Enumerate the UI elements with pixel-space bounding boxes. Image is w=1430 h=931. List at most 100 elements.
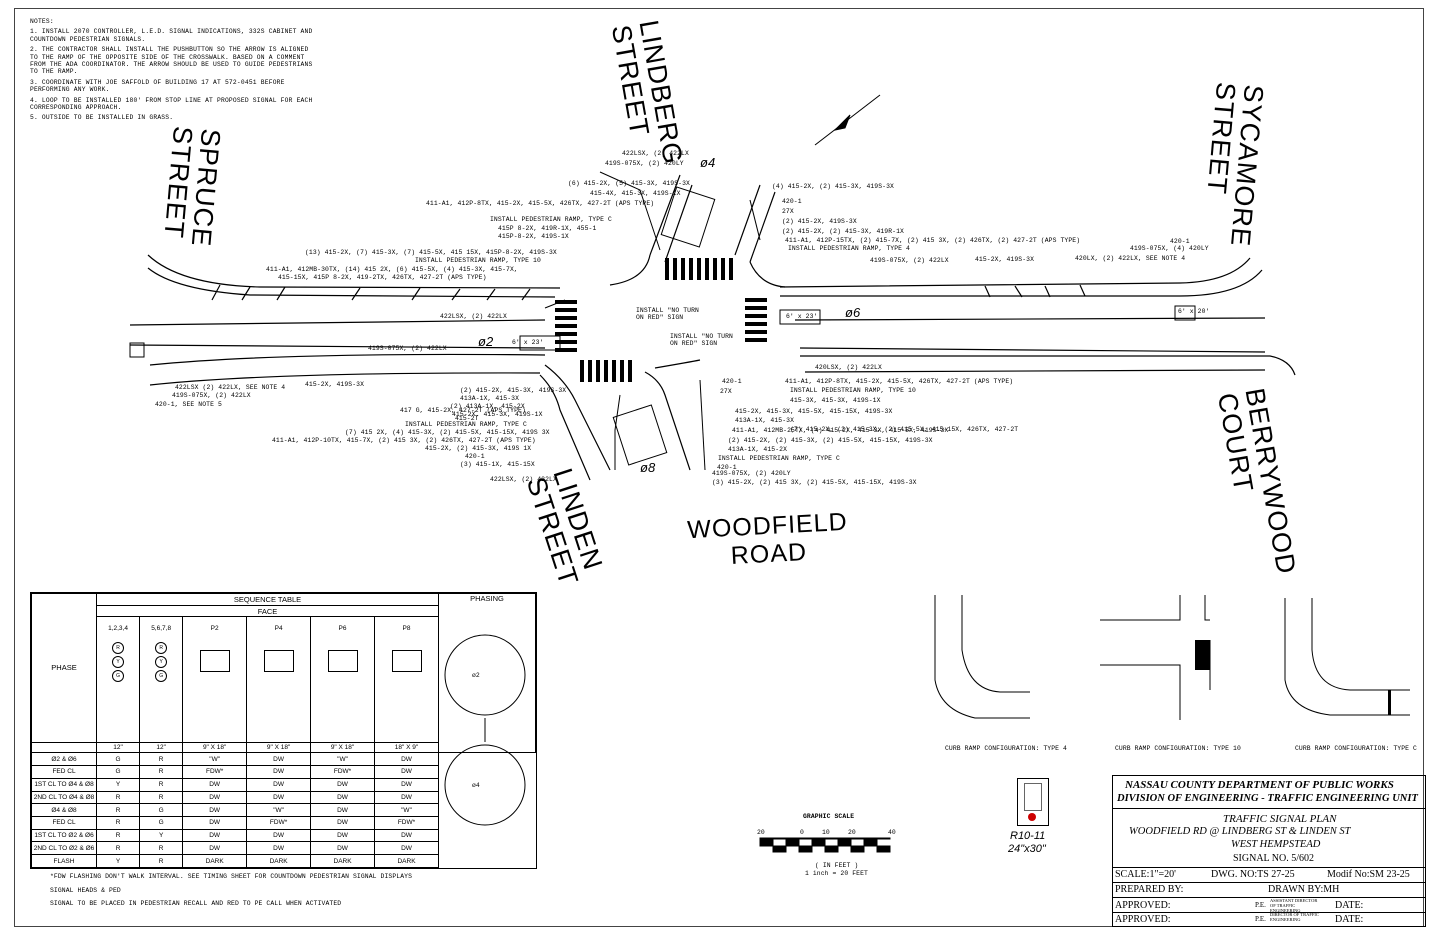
ped-signal-icon <box>311 650 374 674</box>
street-spruce: SPRUCE STREET <box>158 125 226 248</box>
note-item: 4. LOOP TO BE INSTALLED 180' FROM STOP L… <box>30 96 313 112</box>
face-label: P4 <box>274 625 283 633</box>
callout: 422LSX (2) 422LX, SEE NOTE 4 <box>175 384 286 391</box>
face-label: P8 <box>402 625 411 633</box>
drawing-border <box>14 8 1424 927</box>
notes-heading: NOTES: <box>30 18 54 25</box>
ped-signal-icon <box>375 650 438 674</box>
callout: 415P 8-2X, 419R-1X, 455-1 <box>498 225 597 232</box>
sequence-indication-cell: DW <box>310 828 375 843</box>
sequence-title: SEQUENCE TABLE <box>96 593 439 606</box>
sequence-phase-cell: Ø4 & Ø8 <box>31 803 97 817</box>
sequence-indication-cell: FDW* <box>374 815 439 830</box>
title-block: NASSAU COUNTY DEPARTMENT OF PUBLIC WORKS… <box>1112 775 1426 927</box>
callout: 413A-1X, 415-3X <box>460 395 520 402</box>
sequence-phase-cell: 1ST CL TO Ø2 & Ø6 <box>31 828 97 843</box>
sequence-indication-cell: G <box>95 765 141 779</box>
scale-tick: 20 <box>757 829 765 836</box>
callout: (2) 415-2X, 419S-3X <box>782 218 857 225</box>
sequence-indication-cell: DW <box>374 777 439 792</box>
size-cell: 9" X 18" <box>246 741 312 754</box>
callout: 420-1, SEE NOTE 5 <box>155 401 222 408</box>
tb-town: WEST HEMPSTEAD <box>1231 839 1321 850</box>
face-col: P6 <box>310 616 375 743</box>
sequence-indication-cell: "W" <box>310 752 375 767</box>
sequence-indication-cell: DW <box>246 841 312 856</box>
callout: 411-A1, 412MB-25TX, (4) 415-2X, 415-3X, … <box>732 427 949 434</box>
callout: 27X <box>720 388 732 395</box>
sequence-indication-cell: FDW* <box>246 815 312 830</box>
tb-dwg: DWG. NO:TS 27-25 <box>1211 869 1295 880</box>
callout: INSTALL PEDESTRIAN RAMP, TYPE C <box>718 455 840 462</box>
tb-prepared: PREPARED BY: <box>1115 884 1184 895</box>
callout: 417 G, 415-2X, 427-2T (APS TYPE) <box>400 407 526 414</box>
callout: 420-1 <box>717 464 737 471</box>
sequence-indication-cell: DW <box>374 828 439 843</box>
sequence-indication-cell: R <box>95 803 141 817</box>
scale-tick: 0 <box>800 829 804 836</box>
callout: 411-A1, 412P-15TX, (2) 415-7X, (2) 415 3… <box>785 237 1081 244</box>
tb-approved-2: APPROVED: <box>1115 914 1171 925</box>
callout: (3) 415-2X, (2) 415 3X, (2) 415-5X, 415-… <box>712 479 917 486</box>
sequence-indication-cell: R <box>95 790 141 805</box>
sequence-indication-cell: FDW* <box>310 765 375 779</box>
table-footnote: SIGNAL TO BE PLACED IN PEDESTRIAN RECALL… <box>50 900 342 907</box>
callout: 419S-075X, (4) 420LY <box>1130 245 1209 252</box>
sequence-phase-cell: 2ND CL TO Ø2 & Ø6 <box>31 841 97 856</box>
callout: 413A-1X, 415-3X <box>735 417 795 424</box>
sequence-indication-cell: R <box>139 854 184 868</box>
callout: (2) 413A-1X, 415-2X <box>450 403 525 410</box>
sequence-indication-cell: DARK <box>374 854 439 868</box>
sequence-indication-cell: R <box>139 765 184 779</box>
phasing-ring-label: ø2 <box>472 672 480 679</box>
sequence-indication-cell: DW <box>246 752 312 767</box>
callout: 415-2X, 415-3X, 415-5X, 415-15X, 419S-3X <box>735 408 893 415</box>
callout: 420-1 <box>722 378 742 385</box>
ped-signal-icon <box>247 650 310 674</box>
callout: 415-2T <box>455 415 479 422</box>
callout: 420-1 <box>782 198 802 205</box>
scale-title: GRAPHIC SCALE <box>803 813 855 820</box>
tb-location: WOODFIELD RD @ LINDBERG ST & LINDEN ST <box>1129 826 1351 837</box>
sequence-phase-cell: 2ND CL TO Ø4 & Ø8 <box>31 790 97 805</box>
note-item: 1. INSTALL 2070 CONTROLLER, L.E.D. SIGNA… <box>30 28 313 43</box>
callout: (7) 415-2X, (2) 415-3X, (2) 415-5X, 415-… <box>790 426 1019 433</box>
sequence-indication-cell: DW <box>310 815 375 830</box>
sequence-phase-cell: FED CL <box>31 815 97 830</box>
callout: 411-A1, 412MB-30TX, (14) 415 2X, (6) 415… <box>266 266 518 273</box>
sequence-indication-cell: "W" <box>182 752 248 767</box>
callout: 419S-075X, (2) 422LX <box>870 257 949 264</box>
sequence-indication-cell: DARK <box>182 854 248 868</box>
callout: (2) 415-2X, (2) 415-3X, 419R-1X <box>782 228 904 235</box>
callout: 415-2X, 419S-3X <box>975 256 1035 263</box>
callout: INSTALL "NO TURN ON RED" SIGN <box>636 307 699 321</box>
face-col: P8 <box>374 616 439 743</box>
tb-modif: Modif No:SM 23-25 <box>1327 869 1410 880</box>
callout: 419S-075X, (2) 422LX <box>172 392 251 399</box>
sequence-indication-cell: R <box>95 815 141 830</box>
sequence-indication-cell: G <box>139 815 184 830</box>
callout: 27X <box>782 208 794 215</box>
phase-header: PHASE <box>31 593 97 743</box>
tb-pe-2-title: DIRECTOR OF TRAFFIC ENGINEERING <box>1270 912 1319 922</box>
callout: INSTALL PEDESTRIAN RAMP, TYPE 10 <box>415 257 541 264</box>
sequence-indication-cell: DW <box>246 828 312 843</box>
sequence-table: PHASE SEQUENCE TABLE PHASING FACE 1,2,3,… <box>30 592 537 869</box>
face-label: 1,2,3,4 <box>108 625 128 633</box>
callout: INSTALL PEDESTRIAN RAMP, TYPE C <box>405 421 527 428</box>
face-label: P6 <box>338 625 347 633</box>
table-footnote: SIGNAL HEADS & PED <box>50 887 121 894</box>
callout: 413A-1X, 415-2X <box>728 446 788 453</box>
sequence-indication-cell: DW <box>246 765 312 779</box>
sequence-indication-cell: R <box>139 841 184 856</box>
tb-date-1: DATE: <box>1335 900 1364 911</box>
no-turn-on-red-sign-icon <box>1017 778 1049 826</box>
callout: 6' x 23' <box>786 313 818 320</box>
note-item: 5. OUTSIDE TO BE INSTALLED IN GRASS. <box>30 114 174 122</box>
